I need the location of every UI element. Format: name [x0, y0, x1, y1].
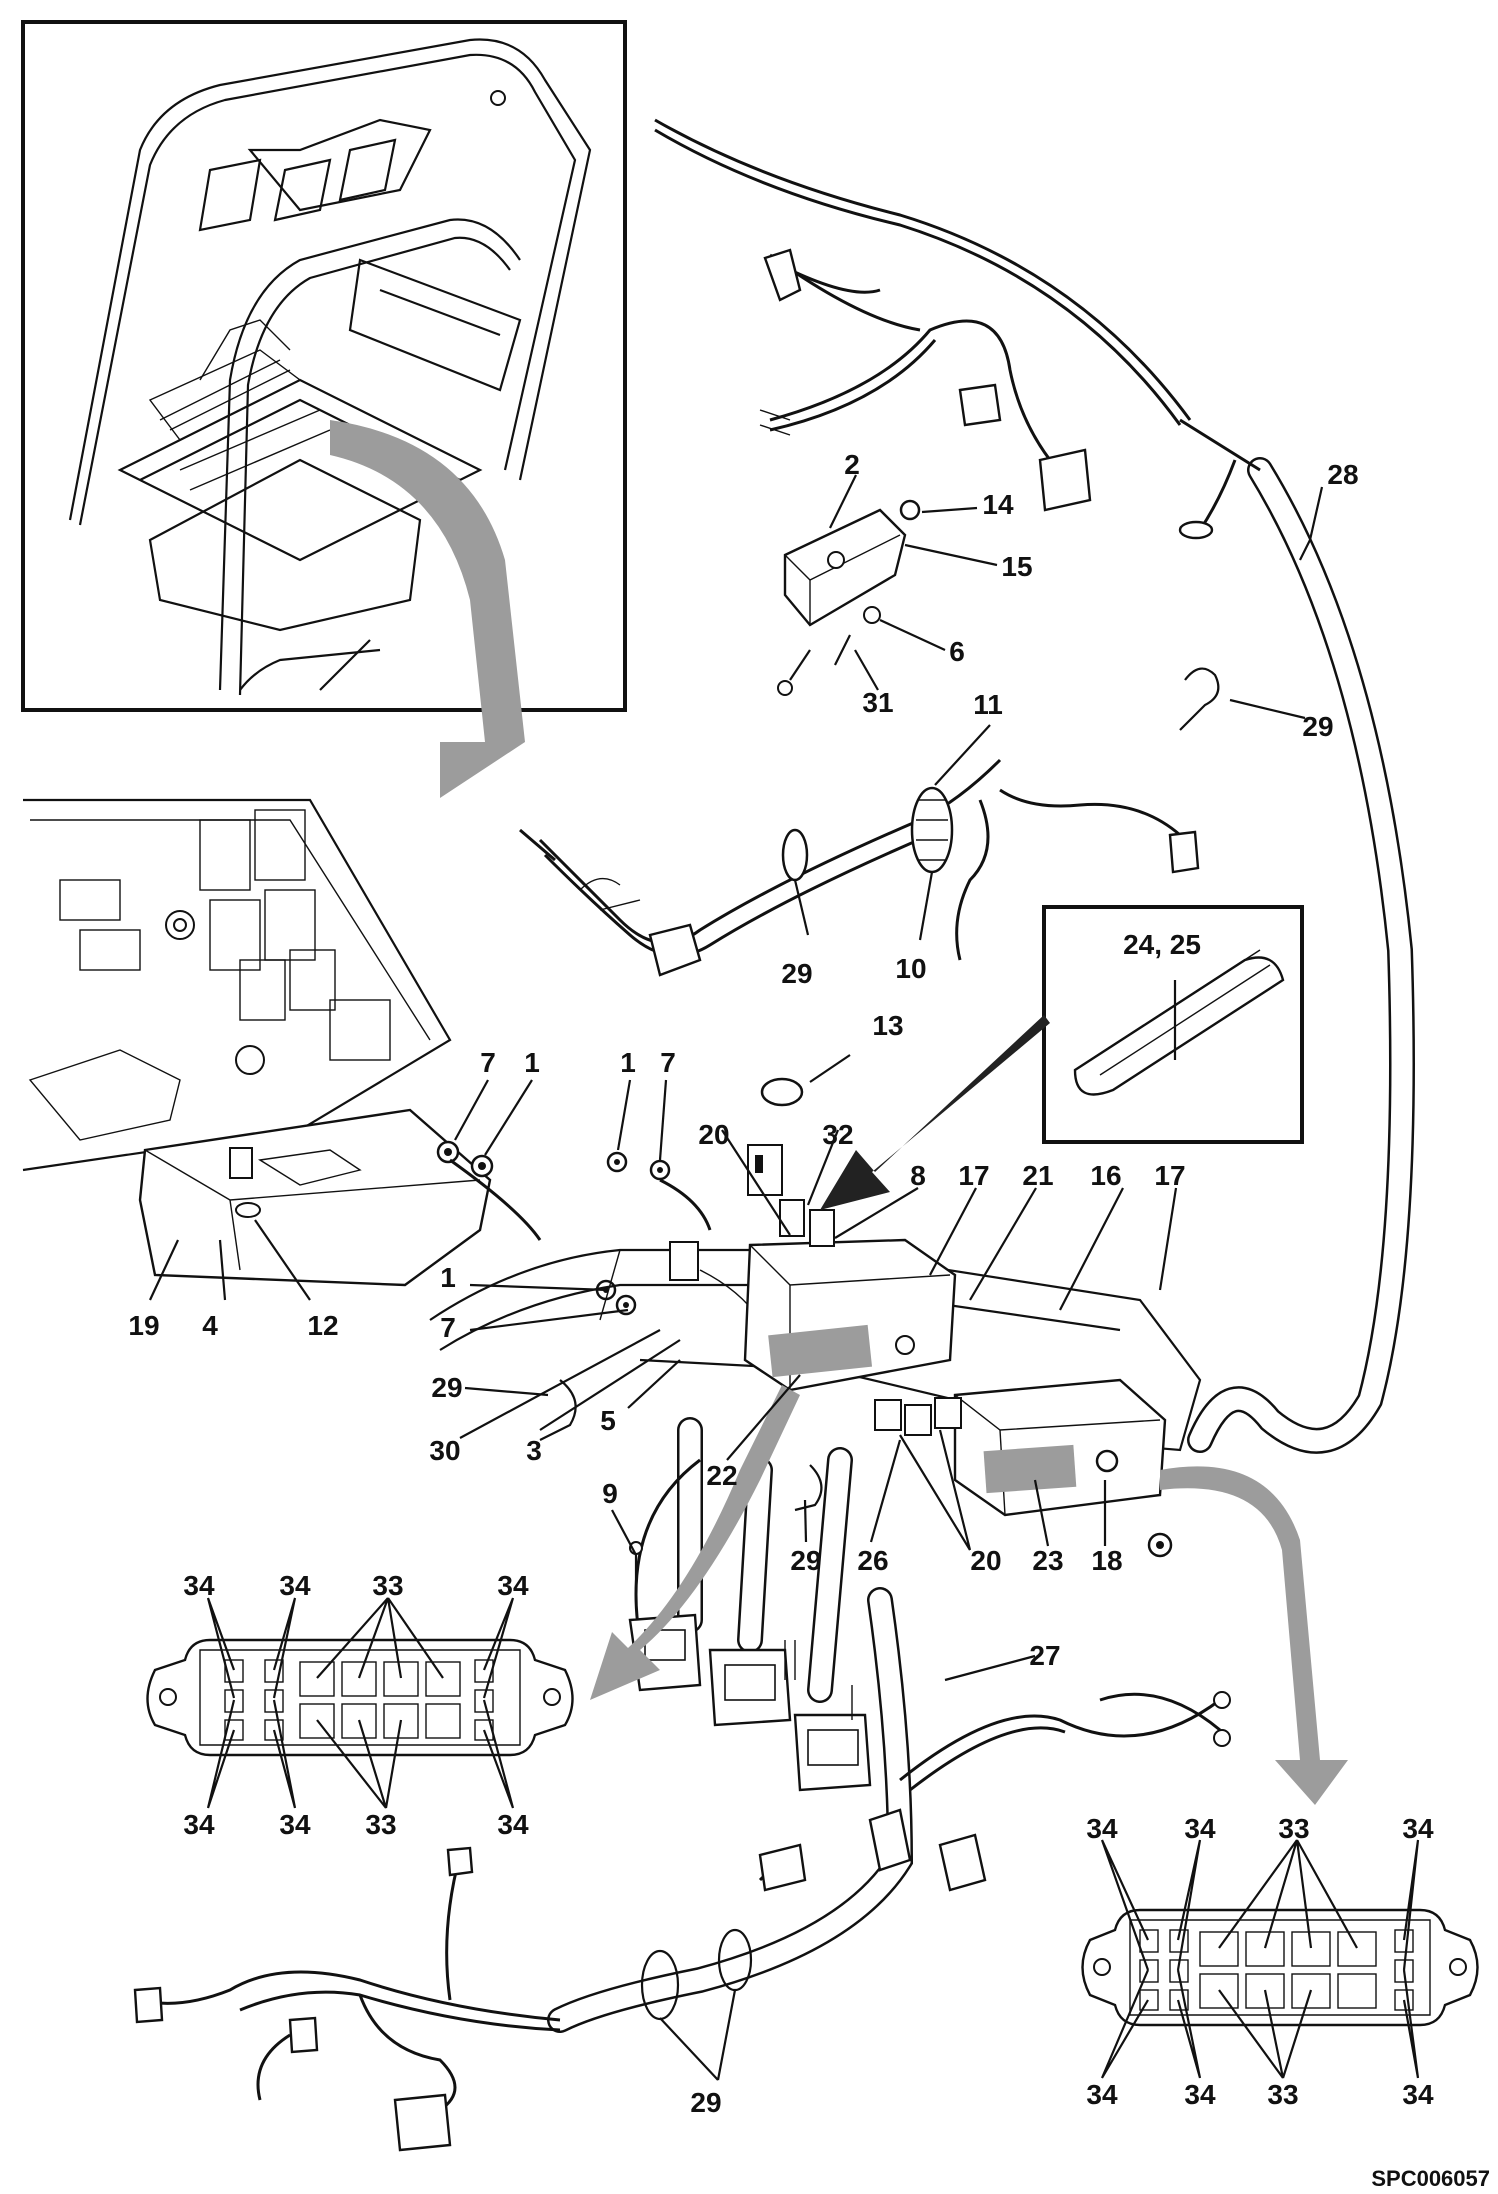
part-14-nut [899, 499, 921, 521]
fb1-callout-34-bl: 34 [183, 1809, 215, 1840]
callout-2: 2 [844, 449, 860, 480]
part-3-relay [669, 1241, 699, 1281]
relay-panel-grid [28, 809, 391, 1141]
callout-29-e: 29 [690, 2087, 721, 2118]
fb1-callout-34-br: 34 [497, 1809, 529, 1840]
callout-8: 8 [910, 1160, 926, 1191]
figure-id: SPC006057 [1371, 2166, 1490, 2191]
console-panel-assembly [22, 798, 452, 1172]
part-19-control-box [138, 1108, 492, 1287]
callout-6: 6 [949, 636, 965, 667]
fb2-callout-33-tc: 33 [1278, 1813, 1309, 1844]
callout-17-a: 17 [958, 1160, 989, 1191]
relay-cluster [669, 1144, 962, 1436]
fuse-box-detail-right [1081, 1839, 1479, 2079]
harness-27 [133, 1587, 1231, 2152]
callout-23: 23 [1032, 1545, 1063, 1576]
callout-20-b: 20 [970, 1545, 1001, 1576]
callout-22: 22 [706, 1460, 737, 1491]
callout-29-a: 29 [1302, 711, 1333, 742]
part-23-label [983, 1444, 1077, 1494]
callout-20-a: 20 [698, 1119, 729, 1150]
part-13-cap [760, 1077, 804, 1107]
fb2-callout-34-tr: 34 [1402, 1813, 1434, 1844]
callout-30: 30 [429, 1435, 460, 1466]
callout-12: 12 [307, 1310, 338, 1341]
detail-box-24-25 [1042, 905, 1304, 1144]
callout-27: 27 [1029, 1640, 1060, 1671]
fb1-callout-34-tm: 34 [279, 1570, 311, 1601]
leader-lines [149, 474, 1324, 2081]
fb2-callout-34-tm: 34 [1184, 1813, 1216, 1844]
callout-13: 13 [872, 1010, 903, 1041]
part-12-plug [235, 1202, 261, 1218]
callout-14: 14 [982, 489, 1014, 520]
callout-15: 15 [1001, 551, 1032, 582]
callout-9: 9 [602, 1478, 618, 1509]
callout-31: 31 [862, 687, 893, 718]
detail-arrow-fusebox-right [1160, 1466, 1348, 1805]
callout-1-b: 1 [620, 1047, 636, 1078]
canopy-console-detail [148, 319, 331, 491]
part-18-screw [1095, 1449, 1119, 1473]
part-24-25-edge-trim [1073, 956, 1285, 1096]
fb2-callout-34-bl: 34 [1086, 2079, 1118, 2110]
fb2-callout-34-br: 34 [1402, 2079, 1434, 2110]
canopy-frame [68, 38, 592, 696]
fb1-callout-34-tl: 34 [183, 1570, 215, 1601]
part-17-fuse-box-a [743, 1238, 957, 1392]
callout-29-d: 29 [790, 1545, 821, 1576]
callout-7-a: 7 [480, 1047, 496, 1078]
fb1-callout-34-tr: 34 [497, 1570, 529, 1601]
detail-arrow-canopy-to-console [330, 420, 525, 798]
callout-21: 21 [1022, 1160, 1053, 1191]
callout-32: 32 [822, 1119, 853, 1150]
center-harness-legs [634, 1417, 853, 1703]
part-32-connector [747, 1144, 783, 1196]
fb2-callout-34-tl: 34 [1086, 1813, 1118, 1844]
callout-5: 5 [600, 1405, 616, 1436]
fb2-callout-33-bc: 33 [1267, 2079, 1298, 2110]
callout-29-b: 29 [781, 958, 812, 989]
fb1-callout-33-tc: 33 [372, 1570, 403, 1601]
canopy-lift-eye [490, 90, 506, 106]
part-29-grommet-ring [781, 828, 809, 882]
fb1-callout-33-bc: 33 [365, 1809, 396, 1840]
callout-28: 28 [1327, 459, 1358, 490]
callout-17-b: 17 [1154, 1160, 1185, 1191]
callout-3: 3 [526, 1435, 542, 1466]
fuse-box-detail-left [146, 1597, 574, 1809]
callout-18: 18 [1091, 1545, 1122, 1576]
part-4-knob [229, 1147, 253, 1179]
callout-19: 19 [128, 1310, 159, 1341]
callout-7-b: 7 [660, 1047, 676, 1078]
fb1-callout-34-bm: 34 [279, 1809, 311, 1840]
fb2-callout-34-bm: 34 [1184, 2079, 1216, 2110]
detail-arrow-fusebox-left [590, 1385, 800, 1700]
callout-29-c: 29 [431, 1372, 462, 1403]
callout-4: 4 [202, 1310, 218, 1341]
harness-28 [654, 118, 1415, 1454]
callout-1-a: 1 [524, 1047, 540, 1078]
part-31-screw [834, 634, 851, 666]
callout-1-c: 1 [440, 1262, 456, 1293]
part-17-fuse-box-b [953, 1378, 1173, 1558]
callout-24-25: 24, 25 [1123, 929, 1201, 960]
part-2-bracket [777, 499, 921, 696]
callout-26: 26 [857, 1545, 888, 1576]
callout-7-c: 7 [440, 1312, 456, 1343]
callout-16: 16 [1090, 1160, 1121, 1191]
harness-11-assembly [519, 758, 1200, 977]
detail-arrow-black [820, 1015, 1050, 1210]
part-22-label [768, 1324, 873, 1378]
callout-10: 10 [895, 953, 926, 984]
callout-numbers: 2 14 15 6 31 28 29 11 29 10 24, 25 13 7 … [128, 449, 1434, 2118]
canopy-inset [21, 20, 627, 798]
callout-11: 11 [973, 689, 1003, 720]
part-29-cable-tie-upper [1179, 667, 1220, 731]
